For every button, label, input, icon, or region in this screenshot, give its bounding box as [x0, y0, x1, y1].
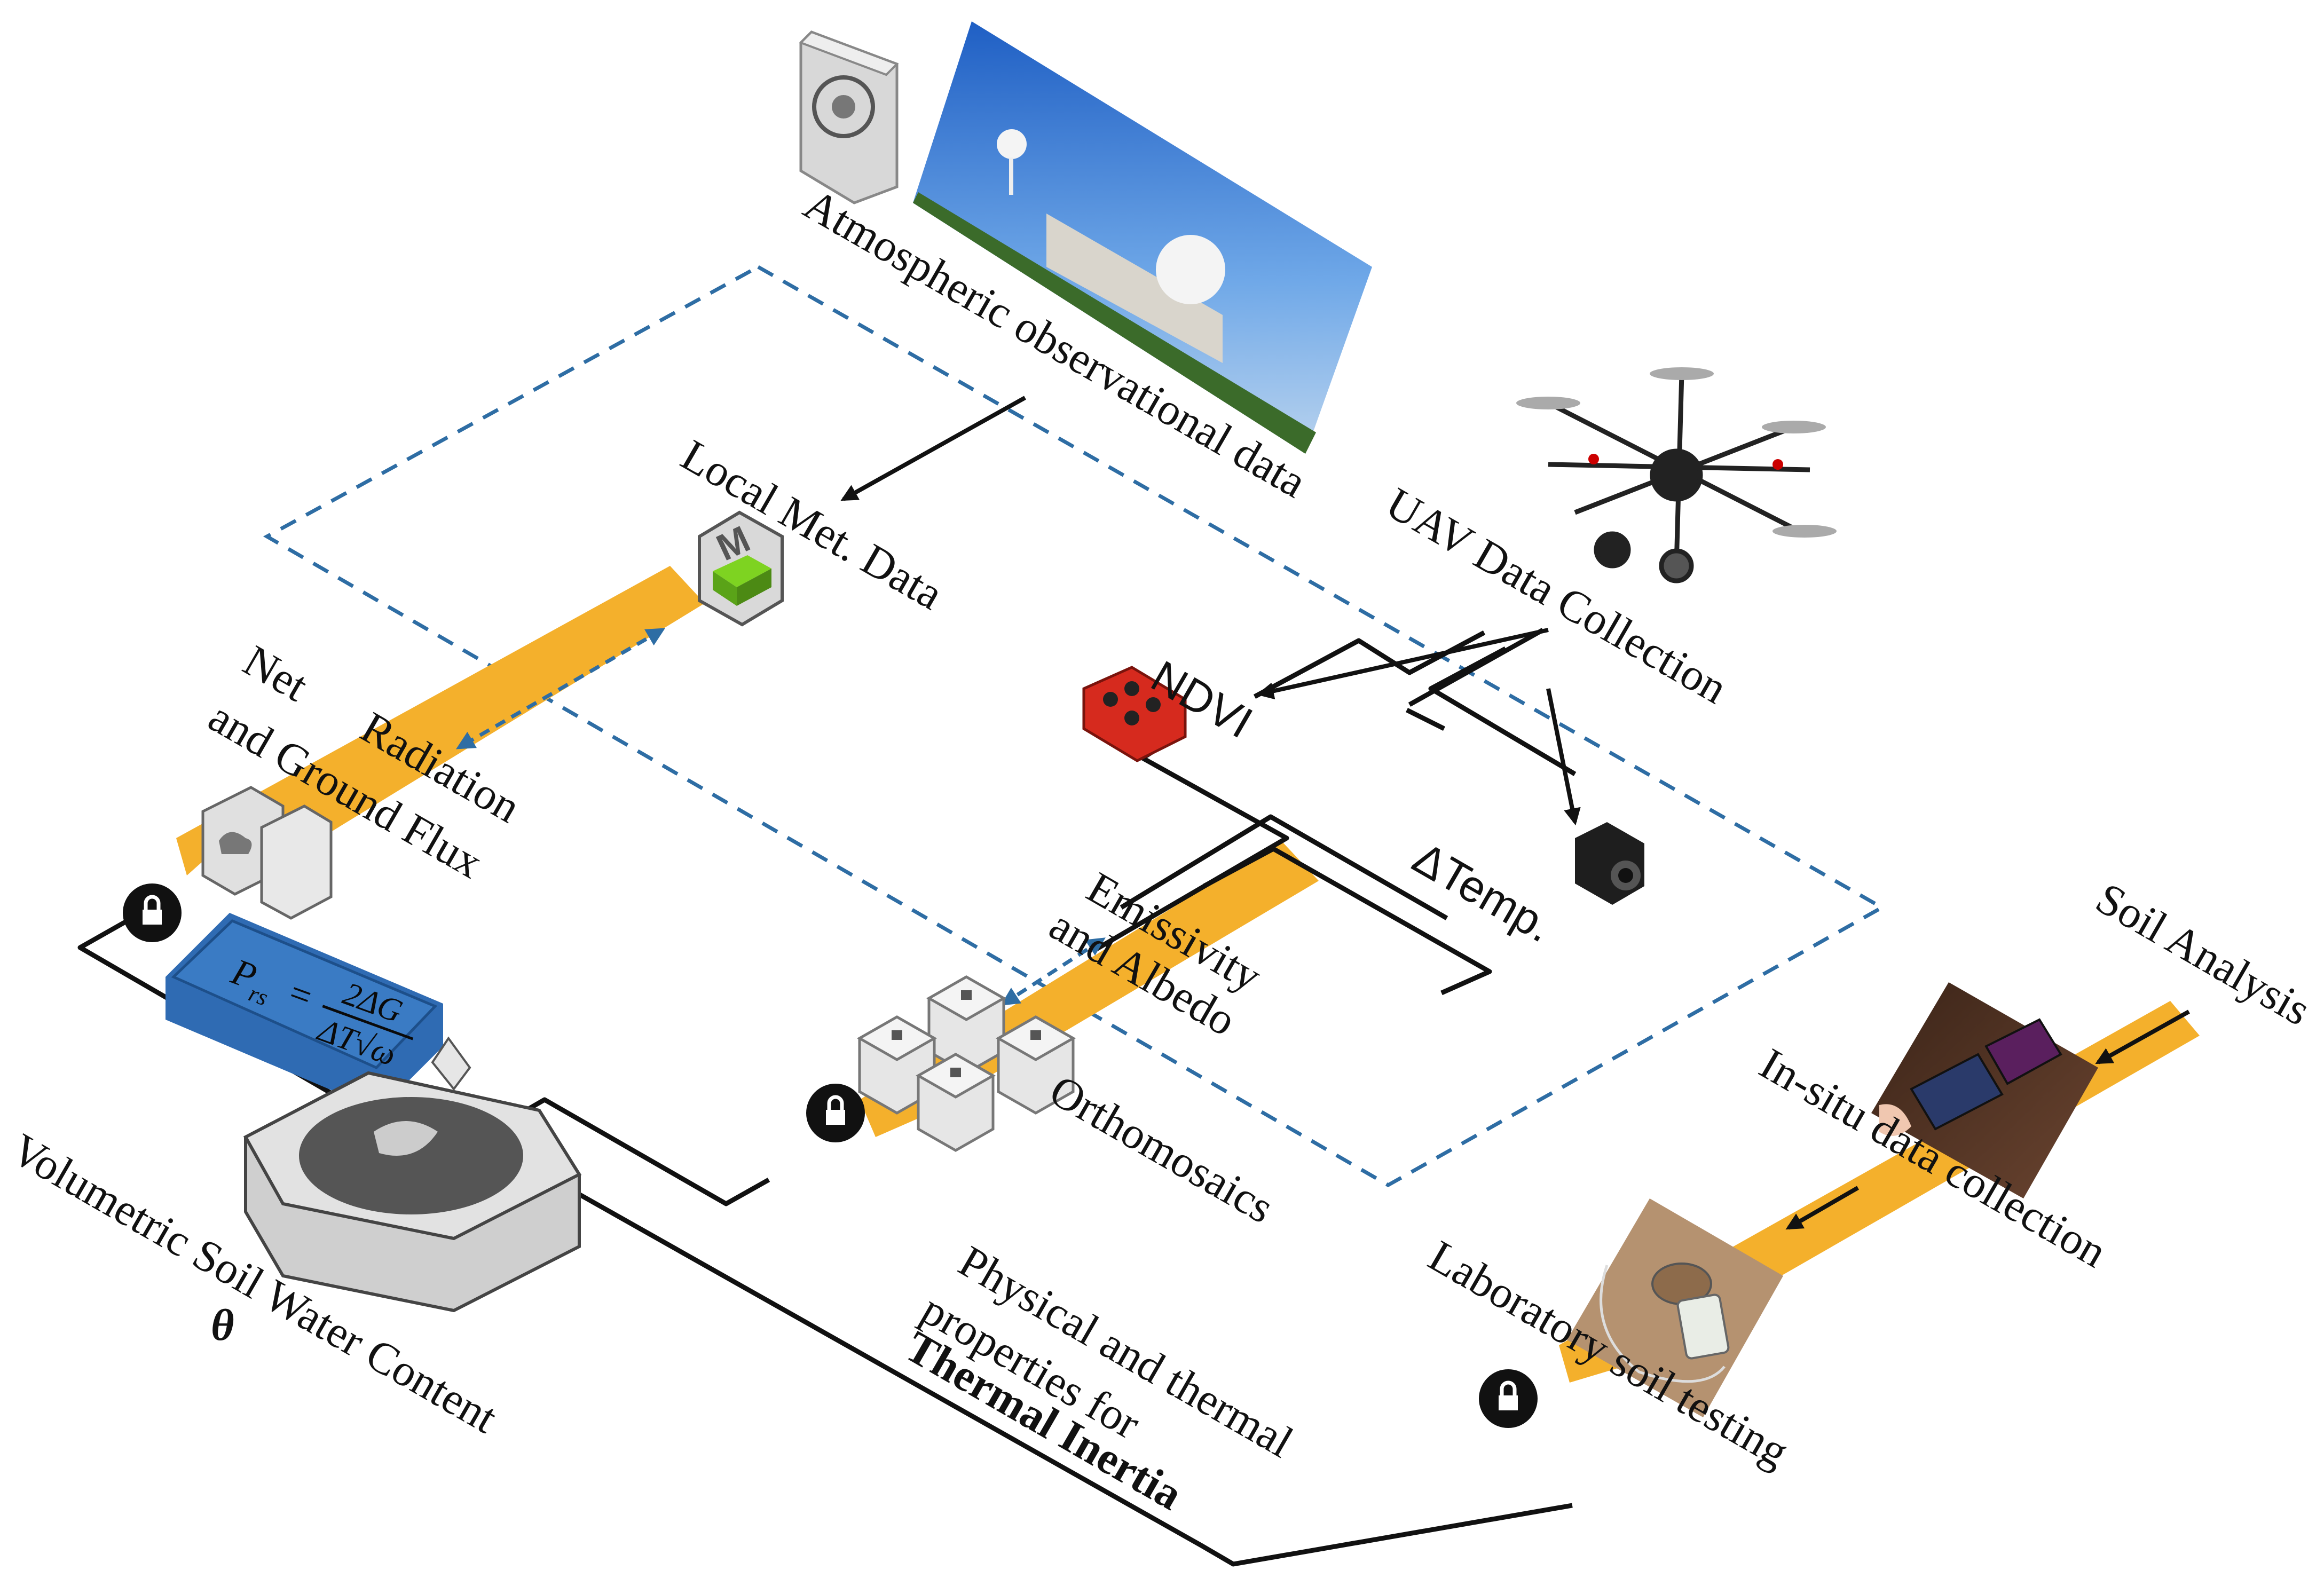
drone-icon [1516, 367, 1837, 583]
soil-water-model-icon [243, 1036, 582, 1313]
theta-label: θ [211, 1300, 234, 1350]
soil-probe-photo-icon [1871, 982, 2098, 1198]
lock-icon [806, 1084, 865, 1142]
radiometer-icon [201, 786, 333, 920]
delta-temp-label: ΔTemp. [1405, 832, 1562, 952]
lab-sample-photo-icon [1567, 1198, 1783, 1417]
orthomosaics-label: Orthomosaics [1042, 1066, 1282, 1233]
net-label: Net [235, 636, 317, 711]
sky-photo-icon [913, 21, 1372, 454]
orthomosaic-blocks-icon [856, 975, 1076, 1152]
equation-box [166, 913, 443, 1110]
met-data-module-icon: M [698, 510, 784, 627]
lock-icon [123, 883, 182, 942]
weather-station-icon [799, 30, 899, 204]
soil-analysis-label: Soil Analysis [2088, 873, 2319, 1035]
uav-label: UAV Data Collection [1378, 478, 1736, 714]
thermal-camera-icon [1575, 822, 1644, 905]
lock-icon [1479, 1369, 1538, 1428]
dashed-blue-arrows [455, 628, 1106, 1006]
uav-region-dashed-box [263, 264, 1886, 1188]
multispectral-camera-icon [1082, 666, 1187, 762]
